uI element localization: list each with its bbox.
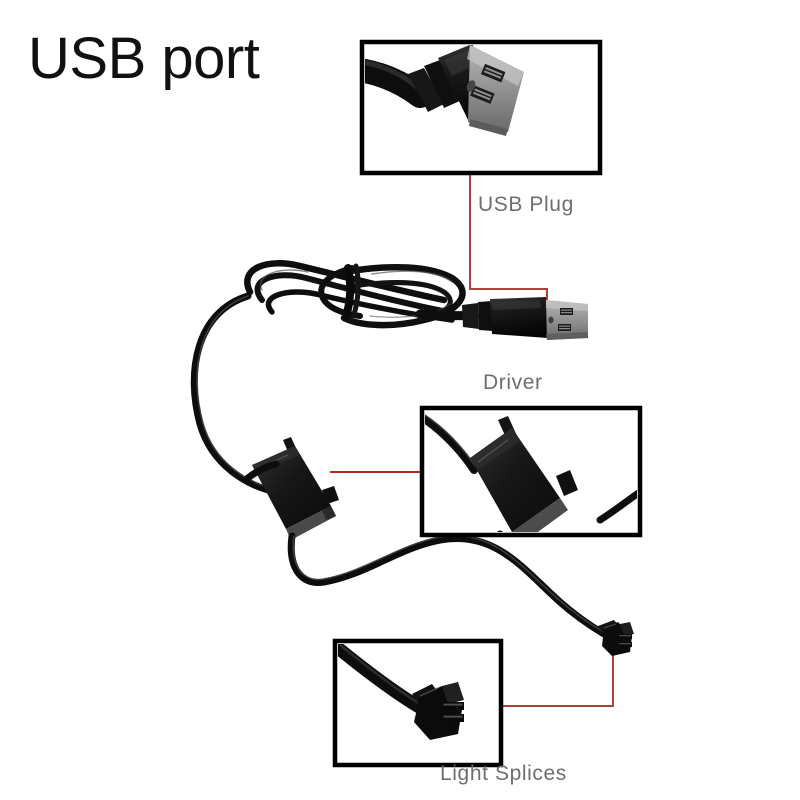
cable-upper-run — [190, 292, 280, 496]
callout-label-usb-plug: USB Plug — [478, 193, 574, 216]
inset-usb-plug — [359, 39, 603, 176]
page-title: USB port — [28, 26, 260, 91]
inset-driver — [419, 405, 643, 538]
main-product-photo — [190, 260, 634, 656]
leader-line-light-splices — [502, 640, 614, 707]
sm-connector-icon — [598, 620, 634, 656]
callout-label-light-splices: Light Splices — [440, 762, 567, 785]
leader-line-usb-plug — [469, 174, 548, 300]
inset-light-splices — [332, 638, 504, 768]
callout-label-driver: Driver — [483, 371, 543, 394]
cable-lower-run — [287, 532, 608, 638]
cable-driver-in — [244, 460, 280, 482]
usb-plug-icon — [462, 297, 588, 340]
